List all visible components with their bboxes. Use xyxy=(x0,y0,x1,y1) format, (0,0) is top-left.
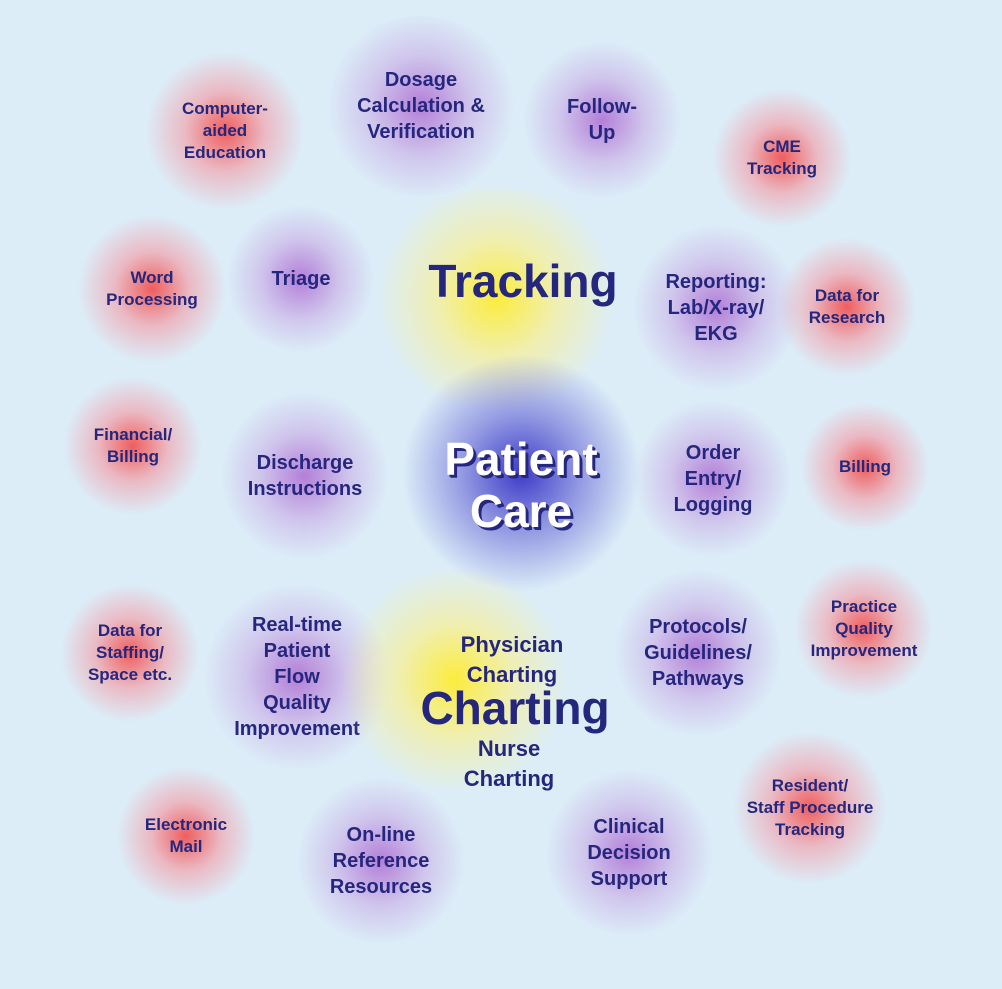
node-label: Protocols/ Guidelines/ Pathways xyxy=(644,616,752,690)
glow-blob xyxy=(115,766,256,906)
node-clinical-decision-support: Clinical Decision Support xyxy=(543,768,714,938)
node-charting: Charting xyxy=(420,683,609,733)
node-label: Reporting: Lab/X-ray/ EKG xyxy=(665,271,767,345)
node-label: Patient Care xyxy=(444,433,598,537)
glow-blob xyxy=(219,391,390,561)
glow-blob xyxy=(62,376,203,516)
glow-blob xyxy=(613,568,783,738)
node-label: Follow- Up xyxy=(567,96,637,144)
node-label: Triage xyxy=(271,268,331,290)
node-electronic-mail: Electronic Mail xyxy=(115,766,256,906)
node-online-reference: On-line Reference Resources xyxy=(296,776,466,946)
node-label: Financial/ Billing xyxy=(93,425,173,466)
glow-blob xyxy=(777,237,917,377)
node-label: Practice Quality Improvement xyxy=(810,597,918,660)
node-label: Resident/ Staff Procedure Tracking xyxy=(746,776,874,839)
node-reporting: Reporting: Lab/X-ray/ EKG xyxy=(631,223,801,393)
node-label: Dosage Calculation & Verification xyxy=(357,69,485,143)
node-word-processing: Word Processing xyxy=(77,214,227,364)
node-label: Order Entry/ Logging xyxy=(673,442,753,516)
node-order-entry: Order Entry/ Logging xyxy=(632,399,793,559)
node-label: Discharge Instructions xyxy=(247,452,363,500)
node-label: Nurse Charting xyxy=(463,736,555,791)
node-dosage-calculation: Dosage Calculation & Verification xyxy=(320,16,521,196)
node-label: Data for Research xyxy=(808,286,886,327)
glow-blob xyxy=(521,40,682,200)
glow-blob xyxy=(730,733,890,883)
node-nurse-charting: Nurse Charting xyxy=(464,734,554,794)
node-label: Physician Charting xyxy=(460,632,564,687)
node-tracking: Tracking xyxy=(366,188,627,408)
node-data-for-staffing: Data for Staffing/ Space etc. xyxy=(59,583,200,723)
glow-blob xyxy=(794,559,934,699)
glow-blob xyxy=(296,776,466,946)
node-financial-billing: Financial/ Billing xyxy=(62,376,203,516)
node-label: CME Tracking xyxy=(747,137,817,178)
node-patient-care: Patient Care xyxy=(401,352,641,593)
node-label: Billing xyxy=(839,457,891,476)
glow-blob xyxy=(144,51,305,211)
node-follow-up: Follow- Up xyxy=(521,40,682,200)
node-label: On-line Reference Resources xyxy=(329,824,433,898)
glow-blob xyxy=(77,214,227,364)
glow-blob xyxy=(711,88,852,228)
node-label: Tracking xyxy=(428,255,618,307)
node-label: Computer- aided Education xyxy=(182,99,268,162)
node-label: Charting xyxy=(420,682,610,734)
glow-blob xyxy=(59,583,200,723)
glow-blob xyxy=(543,768,714,938)
glow-blob xyxy=(334,570,575,790)
node-resident-staff-procedure: Resident/ Staff Procedure Tracking xyxy=(730,733,890,883)
node-discharge-instructions: Discharge Instructions xyxy=(219,391,390,561)
node-triage: Triage xyxy=(225,204,376,354)
glow-blob xyxy=(225,204,376,354)
glow-blob xyxy=(401,352,641,593)
node-practice-quality-improvement: Practice Quality Improvement xyxy=(794,559,934,699)
node-label: Electronic Mail xyxy=(144,815,228,856)
glow-blob xyxy=(320,16,521,196)
node-billing: Billing xyxy=(799,402,930,532)
node-label: Data for Staffing/ Space etc. xyxy=(87,621,173,684)
node-cme-tracking: CME Tracking xyxy=(711,88,852,228)
node-label: Real-time Patient Flow Quality Improveme… xyxy=(234,614,360,740)
glow-blob xyxy=(631,223,801,393)
node-data-for-research: Data for Research xyxy=(777,237,917,377)
node-label: Clinical Decision Support xyxy=(587,816,671,890)
node-physician-charting: Physician Charting xyxy=(334,570,575,790)
glow-blob xyxy=(632,399,793,559)
glow-blob xyxy=(799,402,930,532)
node-label: Word Processing xyxy=(106,268,198,309)
node-protocols: Protocols/ Guidelines/ Pathways xyxy=(613,568,783,738)
node-computer-aided-education: Computer- aided Education xyxy=(144,51,305,211)
